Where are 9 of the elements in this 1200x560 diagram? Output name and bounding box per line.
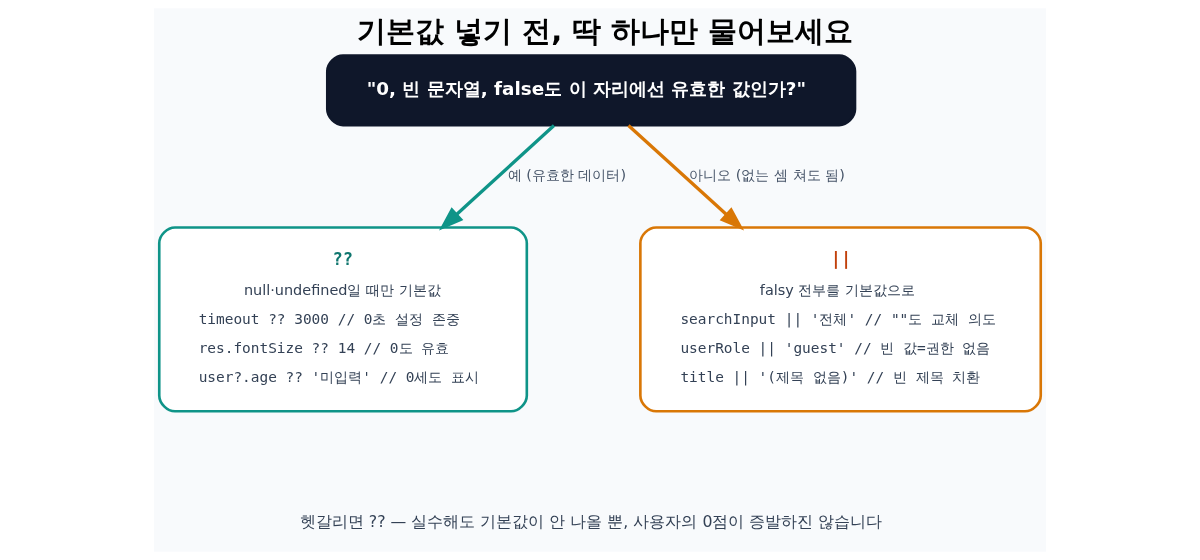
caption: 헷갈리면 ?? — 실수해도 기본값이 안 나올 뿐, 사용자의 0점이 증발하진 않습니다 — [299, 511, 883, 531]
arrow — [627, 124, 745, 231]
node-box: ?? null·undefined일 때만 기본값 timeout ?? 3000 // 0초 설정 존중 res.fontSize ?? 14 // 0도 유효 user?.age ?? '미입력' // 0세도 표시 — [157, 226, 529, 413]
node-box: || falsy 전부를 기본값으로 searchInput || '전체' // ""도 교체 의도 userRole || 'guest' // 빈 값=권한 없음 title || '(제목 없음)' // 빈 제목 치환 — [639, 226, 1043, 413]
edge-label: 예 (유효한 데이터) — [507, 166, 627, 183]
node-box: "0, 빈 문자열, false도 이 자리에선 유효한 값인가?" — [325, 54, 857, 127]
edge-label: 아니오 (없는 셈 쳐도 됨) — [689, 166, 845, 183]
arrow — [439, 124, 556, 231]
diagram-title: 기본값 넣기 전, 딱 하나만 물어보세요 — [357, 13, 854, 48]
